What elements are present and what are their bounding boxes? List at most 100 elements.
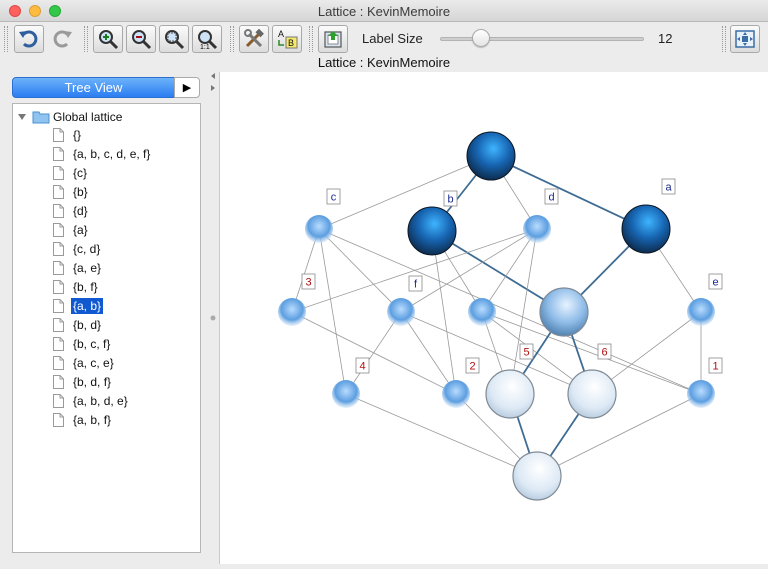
tree-item-label: {a}: [73, 223, 88, 237]
tree-item[interactable]: {c, d}: [53, 240, 102, 258]
lattice-edge: [318, 155, 492, 230]
tree-item[interactable]: {d}: [53, 202, 90, 220]
zoom-fit-button[interactable]: [159, 25, 189, 53]
lattice-node[interactable]: [442, 380, 470, 408]
lattice-node[interactable]: [278, 298, 306, 326]
node-label-box: [301, 273, 316, 290]
lattice-node[interactable]: [567, 369, 617, 419]
lattice-node[interactable]: [621, 204, 671, 254]
lattice-node[interactable]: [687, 380, 715, 408]
tree-item[interactable]: {b, d}: [53, 316, 103, 334]
node-label: e: [712, 277, 718, 289]
lattice-edge: [400, 228, 538, 313]
tree-root-node[interactable]: Global lattice: [17, 108, 122, 125]
lattice-edge: [481, 311, 702, 395]
node-label-box: [326, 188, 341, 205]
minimize-window-button[interactable]: [29, 5, 41, 17]
zoom-actual-button[interactable]: 1:1: [192, 25, 222, 53]
label-size-slider-track[interactable]: [440, 37, 644, 41]
document-icon: [53, 204, 64, 218]
toolbar-separator: [722, 26, 726, 52]
tree-item[interactable]: {c}: [53, 164, 89, 182]
lattice-node[interactable]: [387, 298, 415, 326]
lattice-title: Lattice : KevinMemoire: [317, 55, 451, 70]
tree-item[interactable]: {a}: [53, 221, 90, 239]
lattice-edge: [509, 228, 538, 395]
lattice-node[interactable]: [485, 369, 535, 419]
settings-button[interactable]: [239, 25, 269, 53]
tree-item-label: {a, b}: [71, 298, 104, 314]
zoom-out-button[interactable]: [126, 25, 156, 53]
export-button[interactable]: [318, 25, 348, 53]
node-label: 5: [523, 347, 529, 359]
maximize-window-button[interactable]: [49, 5, 61, 17]
toolbar-separator: [230, 26, 234, 52]
undo-button[interactable]: [14, 25, 44, 53]
tree-item-label: {a, c, e}: [73, 356, 114, 370]
document-icon: [53, 128, 64, 142]
redo-button[interactable]: [47, 25, 77, 53]
labels-button[interactable]: A B: [272, 25, 302, 53]
zoom-out-icon: [132, 30, 152, 50]
tree-item[interactable]: {a, b}: [53, 297, 104, 315]
tree-item[interactable]: {}: [53, 126, 83, 144]
lattice-node[interactable]: [523, 215, 551, 243]
label-size-value: 12: [658, 31, 673, 46]
expand-right-icon[interactable]: [211, 85, 215, 91]
lattice-node[interactable]: [332, 380, 360, 408]
tree-item[interactable]: {b, f}: [53, 278, 100, 296]
tree-item[interactable]: {b, c, f}: [53, 335, 112, 353]
lattice-edge: [318, 228, 347, 395]
document-icon: [53, 318, 64, 332]
lattice-node[interactable]: [512, 451, 562, 501]
tree-item[interactable]: {a, c, e}: [53, 354, 116, 372]
node-label: d: [548, 192, 554, 204]
collapse-left-icon[interactable]: [211, 73, 215, 79]
lattice-edge: [318, 228, 402, 313]
tree-item-label: {c, d}: [73, 242, 101, 256]
lattice-node[interactable]: [305, 215, 333, 243]
collapse-triangle-icon[interactable]: [17, 112, 27, 122]
lattice-edge: [345, 311, 402, 395]
zoom-in-button[interactable]: [93, 25, 123, 53]
lattice-node[interactable]: [687, 298, 715, 326]
lattice-node[interactable]: [468, 298, 496, 326]
tree-item-label: {a, b, c, d, e, f}: [73, 147, 151, 161]
toolbar-grip[interactable]: [4, 26, 8, 52]
svg-text:A: A: [278, 29, 284, 39]
tools-icon: [244, 28, 264, 48]
tree-item[interactable]: {b}: [53, 183, 90, 201]
layout-button[interactable]: [730, 25, 760, 53]
lattice-node[interactable]: [539, 287, 589, 337]
tree-item[interactable]: {a, b, d, e}: [53, 392, 130, 410]
tree-view[interactable]: Global lattice {}{a, b, c, d, e, f}{c}{b…: [12, 103, 201, 553]
lattice-node[interactable]: [407, 206, 457, 256]
lattice-edge: [431, 230, 457, 395]
tree-item[interactable]: {a, b, c, d, e, f}: [53, 145, 152, 163]
document-icon: [53, 147, 64, 161]
toolbar-separator: [309, 26, 313, 52]
lattice-node[interactable]: [466, 131, 516, 181]
label-size-slider-thumb[interactable]: [471, 29, 490, 47]
node-label-box: [544, 188, 559, 205]
play-right-icon: ▶: [182, 82, 192, 94]
document-icon: [53, 166, 64, 180]
tree-item[interactable]: {a, b, f}: [53, 411, 113, 429]
tab-tree-view[interactable]: Tree View: [12, 77, 175, 98]
panel-splitter[interactable]: [208, 72, 219, 564]
splitter-grip-icon: [210, 315, 216, 321]
tree-item[interactable]: {b, d, f}: [53, 373, 113, 391]
lattice-edge: [400, 311, 593, 395]
lattice-edge: [536, 393, 702, 477]
node-label-box: [443, 190, 458, 207]
tree-item-label: {d}: [73, 204, 88, 218]
document-icon: [53, 185, 64, 199]
tab-scroll-right-button[interactable]: ▶: [174, 77, 200, 98]
tree-item-label: {}: [73, 128, 82, 142]
tree-item[interactable]: {a, e}: [53, 259, 103, 277]
close-window-button[interactable]: [9, 5, 21, 17]
splitter-handle[interactable]: [208, 72, 219, 564]
